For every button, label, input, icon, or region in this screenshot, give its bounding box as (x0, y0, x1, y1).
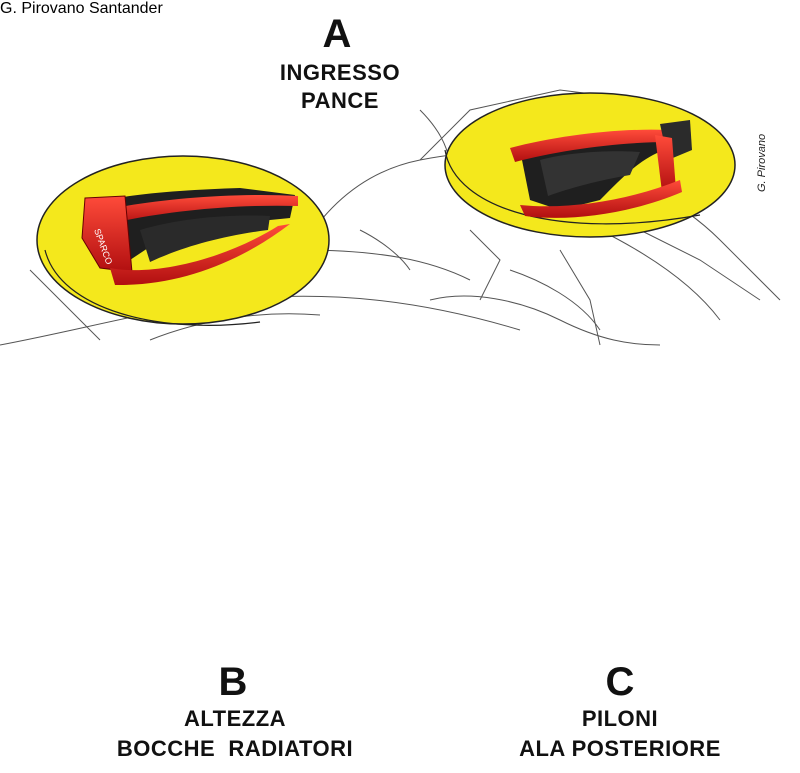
label-a-letter: A (322, 12, 352, 56)
label-b-line2: BOCCHE RADIATORI (116, 736, 354, 761)
label-a-line1: INGRESSO (279, 60, 401, 85)
pointer-b-right: Santander A INGRESSO PANCE B ALTEZZA BOC… (89, 0, 768, 761)
label-c-line1: PILONI (581, 706, 659, 731)
front-view-credit: G. Pirovano (0, 0, 85, 17)
rear-wing-view: Santander (89, 0, 163, 17)
sponsor-right-text: Santander (88, 0, 163, 17)
illustrator-credit: G. Pirovano (756, 133, 768, 192)
label-b-line1: ALTEZZA (183, 706, 287, 731)
top-car-sketch (0, 89, 781, 346)
pointer-b-left: Santander A INGRESSO PANCE B ALTEZZA BOC… (89, 0, 768, 761)
height-arrow-right: Santander A INGRESSO PANCE B ALTEZZA BOC… (89, 0, 768, 761)
label-a-line2: PANCE (301, 88, 379, 113)
sidepod-inlet-right (510, 120, 692, 218)
arrow-a-right: G. Pirovano Santander A INGRESSO PANCE (0, 0, 768, 761)
ground-line: G. Pirovano Santander A INGRESSO PANCE (0, 0, 768, 761)
label-b-letter: B (218, 660, 248, 704)
label-c-letter: C (605, 660, 635, 704)
sidepod-inlet-left: SPARCO (81, 188, 298, 286)
label-c-line2: ALA POSTERIORE (519, 736, 721, 761)
height-arrow-left: Santander A INGRESSO PANCE B ALTEZZA BOC… (89, 0, 768, 761)
arrow-a-left: G. Pirovano Santander A INGRESSO PANCE (0, 0, 768, 761)
